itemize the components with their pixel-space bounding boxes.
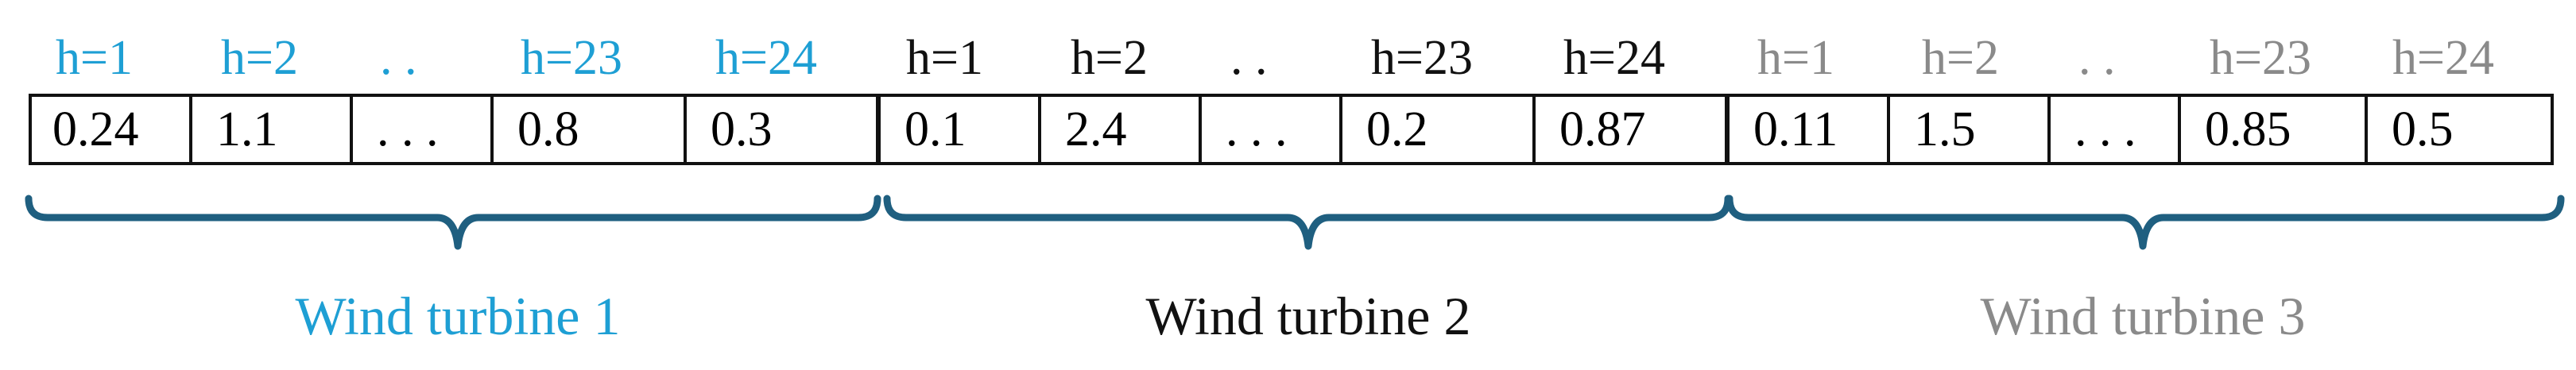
value-cell: 0.24	[52, 102, 139, 156]
value-cell: . . .	[377, 102, 439, 156]
hour-header: h=2	[221, 31, 298, 85]
hour-header: h=2	[1922, 31, 1999, 85]
cell-divider	[1038, 94, 1041, 165]
group-brace-2	[883, 195, 1732, 250]
hour-header: h=23	[521, 31, 622, 85]
value-cell: 0.1	[905, 102, 966, 156]
turbine-label: Wind turbine 3	[1980, 286, 2306, 346]
hour-header: h=24	[1563, 31, 1665, 85]
cell-divider	[1887, 94, 1890, 165]
value-cell: 1.5	[1914, 102, 1976, 156]
hour-header: h=24	[2392, 31, 2494, 85]
value-cell: 0.11	[1753, 102, 1838, 156]
cell-divider	[2178, 94, 2181, 165]
value-cell: 2.4	[1065, 102, 1127, 156]
cell-divider	[490, 94, 494, 165]
group-divider	[876, 94, 881, 165]
hour-header: h=24	[715, 31, 817, 85]
value-cell: 0.85	[2205, 102, 2291, 156]
value-cell: . . .	[2074, 102, 2136, 156]
cell-divider	[1339, 94, 1342, 165]
hour-header: h=1	[56, 31, 133, 85]
group-brace-3	[1726, 195, 2565, 250]
hour-header: h=1	[1757, 31, 1834, 85]
cell-divider	[2365, 94, 2368, 165]
value-array	[29, 94, 2554, 165]
cell-divider	[350, 94, 353, 165]
cell-divider	[189, 94, 192, 165]
value-cell: 0.87	[1559, 102, 1646, 156]
hour-header: . .	[2078, 31, 2116, 85]
hour-header: h=1	[906, 31, 983, 85]
value-cell: 1.1	[216, 102, 278, 156]
value-cell: . . .	[1226, 102, 1288, 156]
turbine-label: Wind turbine 1	[295, 286, 621, 346]
cell-divider	[684, 94, 687, 165]
hour-header: . .	[380, 31, 417, 85]
hour-header: . .	[1230, 31, 1268, 85]
hour-header: h=2	[1071, 31, 1148, 85]
value-cell: 0.8	[517, 102, 579, 156]
turbine-label: Wind turbine 2	[1145, 286, 1471, 346]
value-cell: 0.2	[1366, 102, 1428, 156]
group-divider	[1725, 94, 1730, 165]
group-brace-1	[25, 195, 881, 250]
hour-header: h=23	[2210, 31, 2311, 85]
cell-divider	[1199, 94, 1202, 165]
cell-divider	[2047, 94, 2051, 165]
cell-divider	[1532, 94, 1536, 165]
hour-header: h=23	[1371, 31, 1473, 85]
value-cell: 0.5	[2392, 102, 2454, 156]
value-cell: 0.3	[711, 102, 773, 156]
